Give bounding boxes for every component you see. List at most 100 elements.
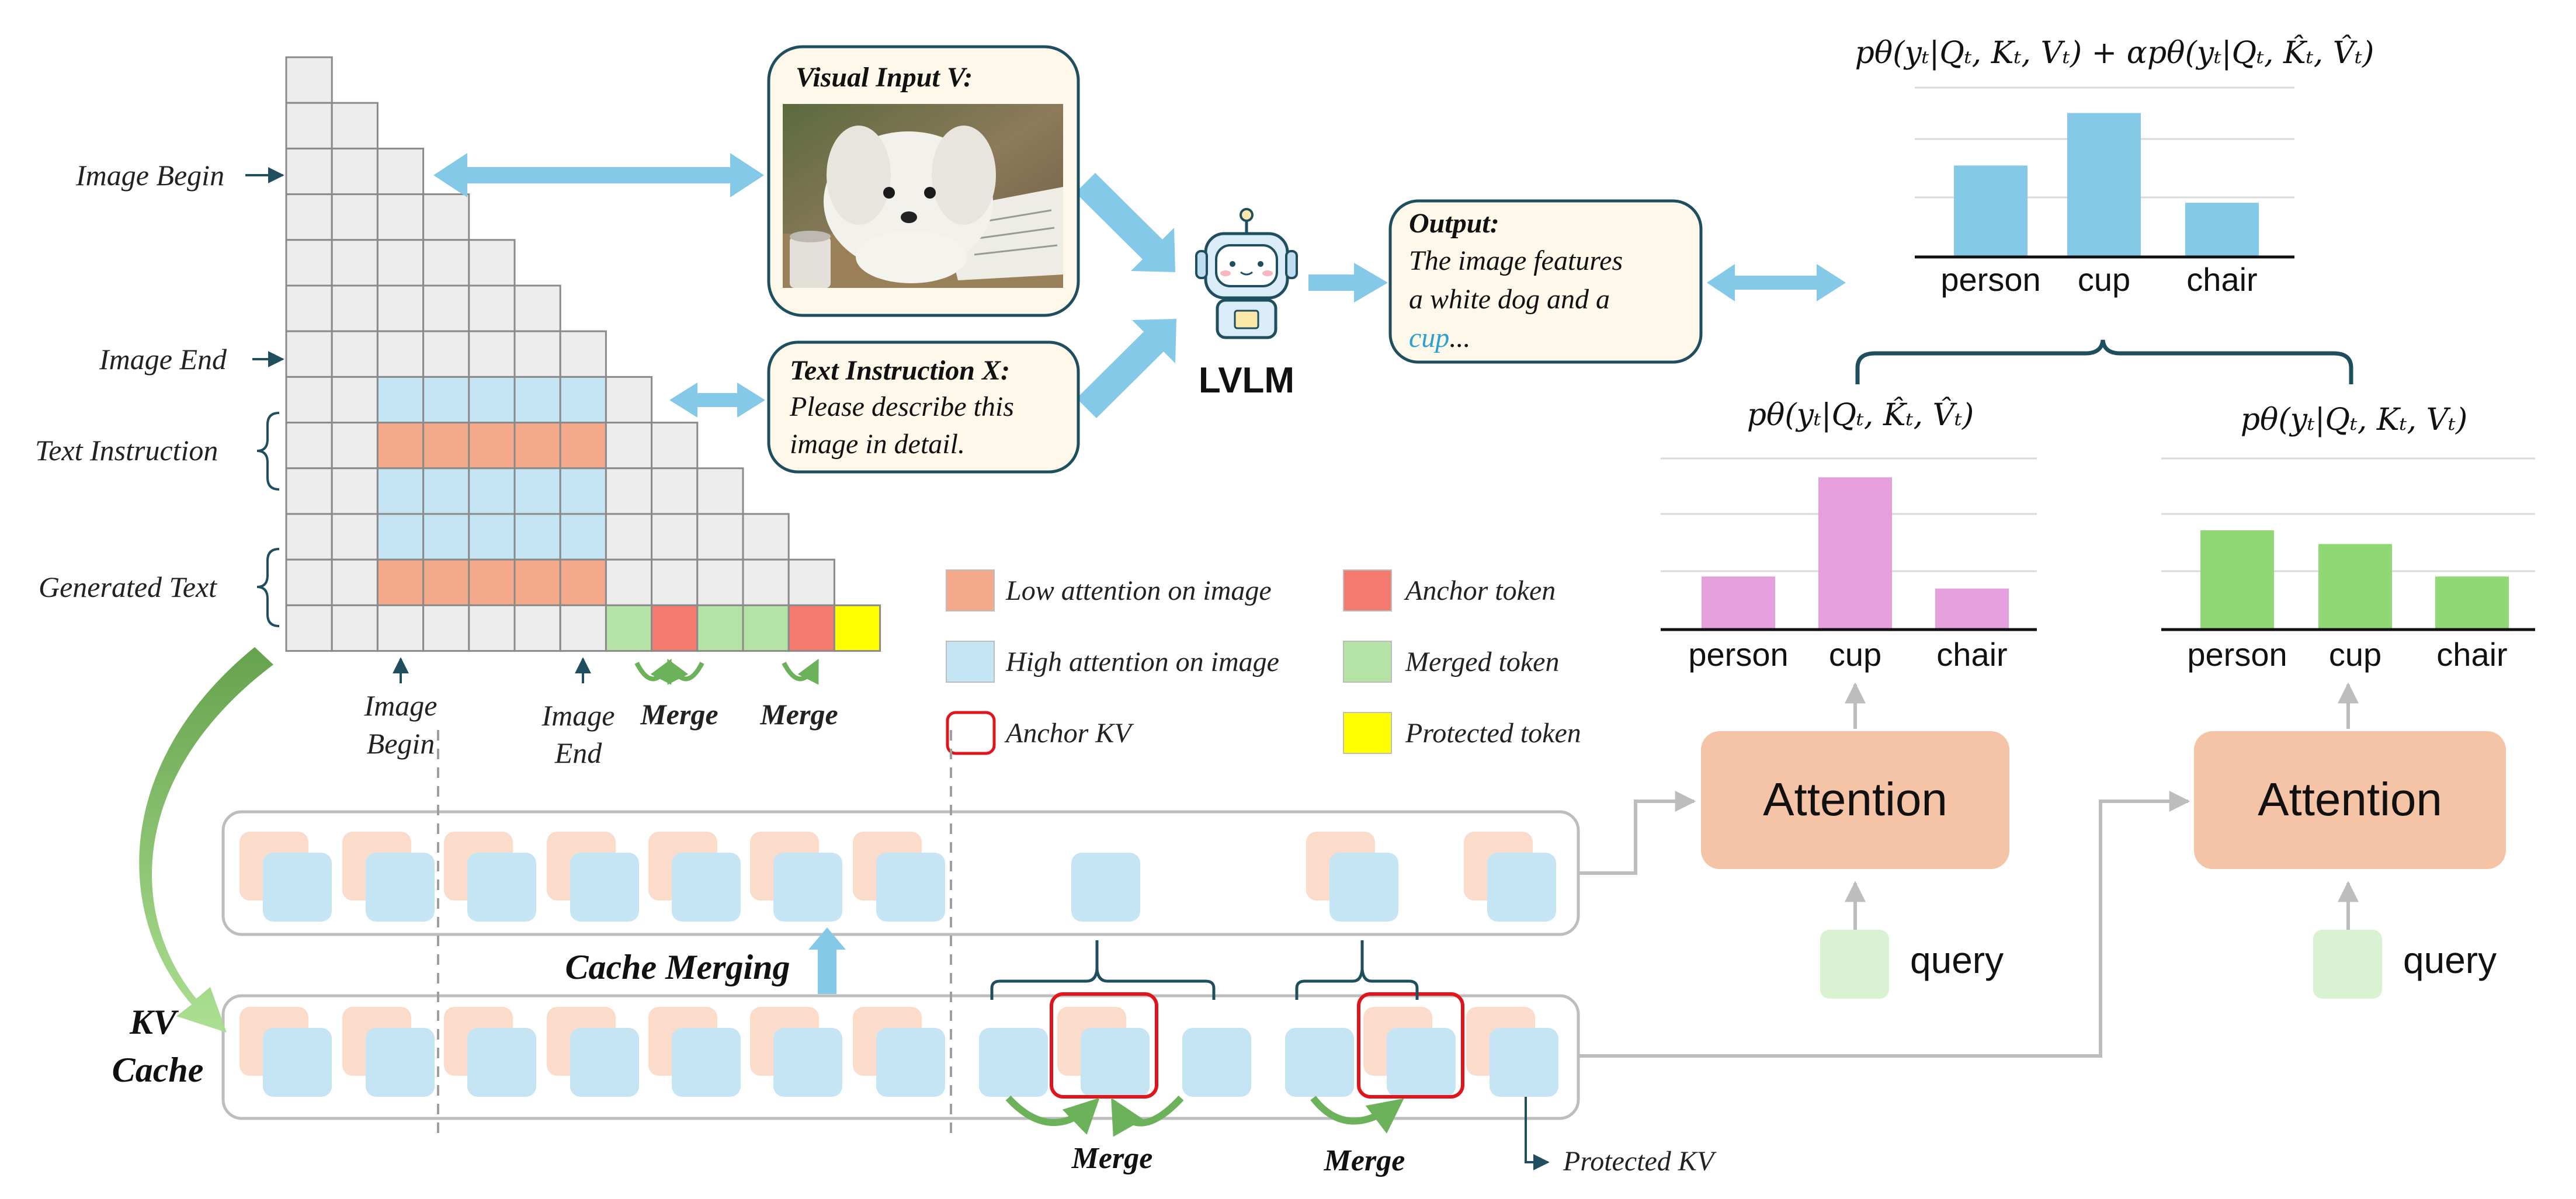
grid-merge-label-1: Merge	[640, 698, 718, 731]
legend-high-attention-label: High attention on image	[1005, 647, 1279, 677]
attention-cell	[331, 376, 379, 424]
value-tile	[1081, 1028, 1150, 1097]
robot-icon	[1195, 208, 1298, 339]
attention-cell	[651, 513, 699, 561]
attention-cell	[422, 604, 470, 652]
grid-merge-label-2: Merge	[759, 698, 838, 731]
attention-cell	[422, 284, 470, 332]
cache-merging-arrow	[808, 927, 846, 994]
attention-cell	[331, 284, 379, 332]
legend-swatch-high-attention	[946, 641, 995, 683]
output-line-1: The image features	[1409, 245, 1623, 276]
attention-block-right: Attention	[2194, 731, 2506, 869]
attention-cell	[559, 604, 607, 652]
kv-merge-label-2: Merge	[1324, 1144, 1405, 1177]
attention-cell	[422, 193, 470, 241]
attention-cell	[513, 422, 561, 470]
value-tile	[467, 853, 536, 922]
attention-cell	[605, 467, 653, 515]
label-text-instruction-row: Text Instruction	[35, 434, 218, 467]
text-instruction-box: Text Instruction X: Please describe this…	[767, 340, 1080, 474]
attention-cell	[376, 558, 425, 606]
text-instruction-line-1: Please describe this	[789, 391, 1014, 422]
value-tile	[979, 1028, 1048, 1097]
output-line-2: a white dog and a	[1409, 284, 1610, 315]
lvlm-to-output-arrow	[1308, 263, 1388, 303]
attention-cell	[285, 422, 333, 470]
value-tile	[366, 1028, 435, 1097]
tick-label-chair: chair	[2186, 261, 2257, 298]
tick-label-cup: cup	[2329, 636, 2381, 673]
bar-chair	[2435, 576, 2509, 630]
attention-cell	[331, 558, 379, 606]
tick-label-cup: cup	[1829, 636, 1881, 673]
attention-cell	[513, 513, 561, 561]
tick-label-chair: chair	[1936, 636, 2007, 673]
attention-cell	[605, 558, 653, 606]
legend-swatch-anchor-kv	[946, 711, 996, 755]
bar-chair	[1935, 588, 2009, 630]
text-instruction-line-2: image in detail.	[790, 429, 965, 460]
attention-cell	[468, 513, 516, 561]
output-line-3: cup...	[1409, 322, 1470, 353]
bar-person	[1702, 576, 1775, 630]
attention-label-right: Attention	[2258, 773, 2442, 825]
bar-cup	[2067, 113, 2141, 257]
query-right: query	[2313, 930, 2497, 999]
attention-block-left: Attention	[1701, 731, 2009, 869]
kv-merge-label-1: Merge	[1071, 1142, 1153, 1175]
tick-label-person: person	[1940, 261, 2040, 298]
attention-cell	[742, 604, 790, 652]
value-tile	[263, 853, 332, 922]
charts-combination-brace	[1855, 339, 2353, 384]
attention-map-row-labels: Image Begin Image End Text Instruction G…	[35, 159, 227, 603]
protected-kv-pointer	[1525, 1097, 1550, 1170]
label-image-end-col-2: End	[554, 736, 603, 769]
attention-cell	[513, 558, 561, 606]
kv-merge-arcs	[1005, 1095, 1404, 1137]
attention-cell	[331, 467, 379, 515]
attention-cell	[331, 147, 379, 196]
grid-to-kv-cache-arrow	[139, 647, 273, 1033]
attention-cell	[285, 604, 333, 652]
attention-cell	[605, 513, 653, 561]
attention-cell	[833, 604, 881, 652]
attention-cell	[422, 513, 470, 561]
kv-group-braces	[990, 940, 1419, 1000]
bar-person	[1954, 165, 2028, 257]
attention-cell	[376, 513, 425, 561]
attention-cell	[331, 102, 379, 150]
attention-cell	[696, 604, 744, 652]
bar-chart-2: person cup chair	[1661, 457, 2037, 673]
kv-cache-label-line-1: KV	[129, 1003, 179, 1041]
formula-top: pθ(yₜ|Qₜ, Kₜ, Vₜ) + αpθ(yₜ|Qₜ, K̂ₜ, V̂ₜ)	[1855, 35, 2374, 71]
legend-swatch-merged-token	[1343, 641, 1392, 683]
anchor-kv-outlines	[1050, 992, 1464, 1099]
attention-cell	[422, 558, 470, 606]
bar-cup	[1818, 477, 1892, 630]
label-image-end-row: Image End	[99, 343, 227, 376]
attention-cell	[285, 558, 333, 606]
attention-cell	[376, 604, 425, 652]
bar-cup	[2318, 544, 2392, 630]
value-tile	[1329, 853, 1398, 922]
bar-person	[2200, 530, 2274, 630]
attention-cell	[376, 376, 425, 424]
legend-low-attention-label: Low attention on image	[1005, 575, 1272, 606]
attention-cell	[376, 239, 425, 287]
attention-cell	[468, 422, 516, 470]
text-instruction-brace	[256, 412, 280, 491]
tick-label-person: person	[1688, 636, 1788, 673]
attention-label-left: Attention	[1763, 773, 1947, 825]
attention-cell	[285, 193, 333, 241]
attention-cell	[513, 376, 561, 424]
attention-cell	[559, 467, 607, 515]
value-tile	[876, 1028, 945, 1097]
attention-cell	[285, 239, 333, 287]
blue-connector-arrows	[433, 153, 1846, 418]
value-tile	[1490, 1028, 1558, 1097]
value-tile	[467, 1028, 536, 1097]
